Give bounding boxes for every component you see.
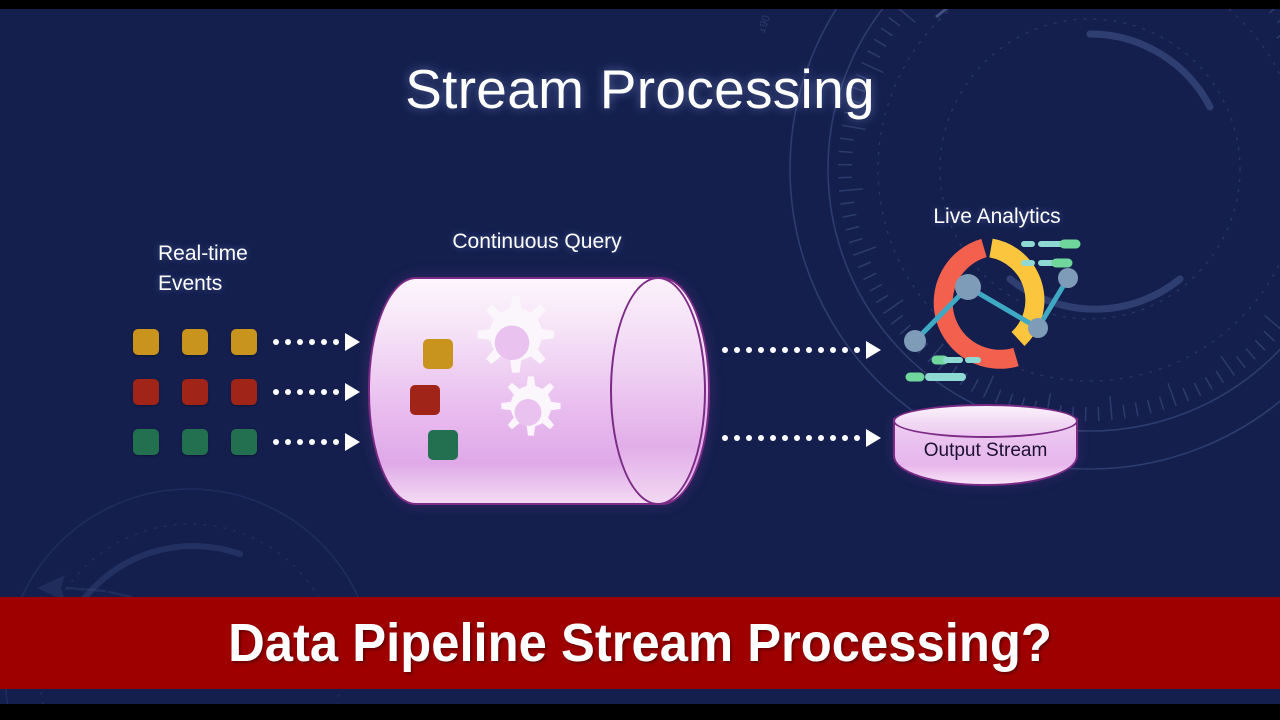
page-title: Stream Processing (405, 58, 875, 120)
events-label-line2: Events (158, 272, 223, 295)
line-chart-nodes (904, 268, 1078, 352)
analytics-markers-top (1021, 239, 1081, 268)
event-square (231, 379, 257, 405)
slide-canvas: 200 190 180 170 160 Stream Processing (0, 9, 1280, 704)
donut-arc-coral (933, 238, 1019, 369)
events-label-line1: Real-time (158, 242, 248, 265)
event-row-green (133, 429, 360, 455)
flow-arrow-gold (273, 333, 360, 351)
continuous-query-label: Continuous Query (452, 230, 622, 253)
cylinder-event-square-green (428, 430, 458, 460)
analytics-markers-bottom (905, 355, 981, 382)
output-arrow-analytics (722, 341, 881, 359)
event-square (182, 379, 208, 405)
cylinder-event-square-gold (423, 339, 453, 369)
output-stream-cylinder: Output Stream (893, 404, 1078, 499)
flow-arrow-green (273, 433, 360, 451)
hud-tick-190: 190 (760, 14, 773, 35)
events-label: Real-time Events (158, 239, 358, 299)
bottom-banner: Data Pipeline Stream Processing? (0, 597, 1280, 689)
continuous-query-cylinder (368, 277, 710, 505)
event-square (182, 329, 208, 355)
event-square (182, 429, 208, 455)
live-analytics-label: Live Analytics (933, 205, 1061, 228)
letterbox-bottom (0, 704, 1280, 720)
output-arrow-stream (722, 429, 881, 447)
line-chart-path (913, 276, 1071, 343)
output-stream-top-ellipse (893, 404, 1078, 438)
event-square (133, 329, 159, 355)
live-analytics-graphic (904, 238, 1081, 382)
cylinder-event-square-red (410, 385, 440, 415)
event-square (133, 429, 159, 455)
letterbox-top (0, 0, 1280, 9)
cylinder-right-cap (610, 277, 706, 505)
event-row-gold (133, 329, 360, 355)
event-square (231, 329, 257, 355)
flow-arrow-red (273, 383, 360, 401)
gear-icon-small (486, 373, 570, 457)
event-row-red (133, 379, 360, 405)
gear-icon-large (458, 292, 566, 400)
bottom-banner-text: Data Pipeline Stream Processing? (228, 613, 1052, 673)
donut-arc-gold (988, 238, 1045, 346)
event-square (133, 379, 159, 405)
event-square (231, 429, 257, 455)
output-stream-label: Output Stream (923, 440, 1048, 461)
